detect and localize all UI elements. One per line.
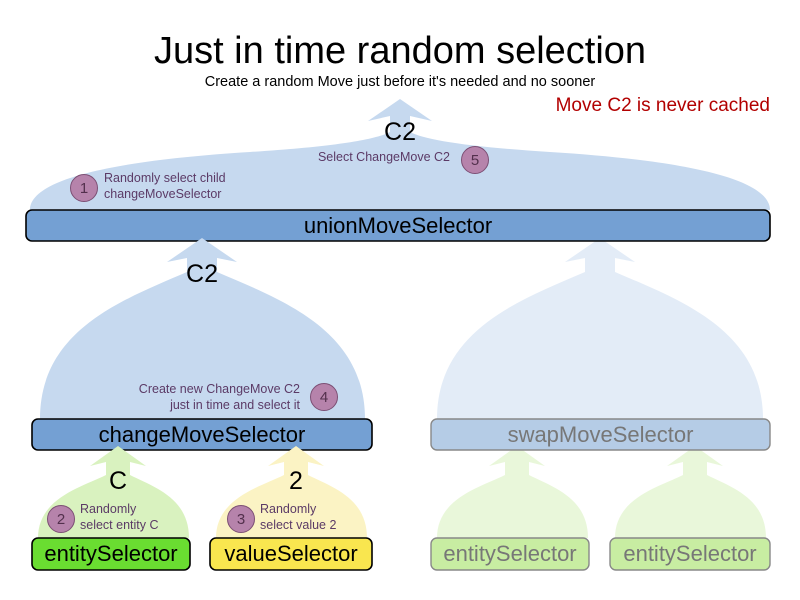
payload-value-out: 2 <box>289 467 303 495</box>
node-entity-selector-swap-right-box[interactable] <box>609 537 771 571</box>
node-change-move-selector-label: changeMoveSelector <box>98 421 306 447</box>
node-swap-move-selector-box[interactable] <box>430 418 771 451</box>
node-value-selector-change-box[interactable] <box>209 537 373 571</box>
node-entity-selector-swap-left-label: entitySelector <box>443 541 577 566</box>
node-swap-move-selector-label: swapMoveSelector <box>507 421 694 447</box>
arrow-change-to-union <box>40 238 365 419</box>
step-badge-4: 4 <box>310 383 338 411</box>
step-note-1-line-1: Randomly select child <box>104 171 226 185</box>
step-badge-5: 5 <box>461 146 489 174</box>
node-union-move-selector-label: unionMoveSelector <box>303 212 493 238</box>
arrow-union-out <box>30 99 770 210</box>
node-entity-selector-change-box[interactable] <box>31 537 191 571</box>
step-badge-3: 3 <box>227 505 255 533</box>
step-note-3-line-2: select value 2 <box>260 517 337 532</box>
warning-note: Move C2 is never cached <box>555 95 770 116</box>
node-entity-selector-swap-left-box[interactable] <box>430 537 590 571</box>
node-entity-selector-swap-right-label: entitySelector <box>623 541 757 566</box>
step-note-4-line-1: Create new ChangeMove C2 <box>138 382 300 396</box>
step-note-2-line-2: select entity C <box>80 517 159 532</box>
payload-entity-out: C <box>108 467 128 495</box>
step-note-2-line-1: Randomly <box>80 502 137 516</box>
step-note-1: Randomly select child changeMoveSelector <box>104 171 304 202</box>
arrow-swap-to-union <box>437 238 763 419</box>
step-note-3: Randomly select value 2 <box>260 502 380 533</box>
page-subtitle: Create a random Move just before it's ne… <box>204 74 596 90</box>
payload-union-out: C2 <box>384 118 416 146</box>
arrow-entity-to-change <box>38 446 189 538</box>
node-change-move-selector-box[interactable] <box>31 418 373 451</box>
arrow-entity-swap-right-to-swap <box>615 446 766 538</box>
step-note-5: Select ChangeMove C2 <box>250 150 450 166</box>
payload-change-out: C2 <box>186 260 218 288</box>
node-entity-selector-change-label: entitySelector <box>44 541 178 566</box>
step-note-3-line-1: Randomly <box>260 502 317 516</box>
step-note-4-line-2: just in time and select it <box>170 397 300 412</box>
step-note-2: Randomly select entity C <box>80 502 200 533</box>
page-title: Just in time random selection <box>153 30 647 72</box>
step-badge-2: 2 <box>47 505 75 533</box>
step-note-5-line-1: Select ChangeMove C2 <box>317 150 450 164</box>
step-note-1-line-2: changeMoveSelector <box>104 186 222 201</box>
arrow-entity-swap-left-to-swap <box>437 446 588 538</box>
step-note-4: Create new ChangeMove C2 just in time an… <box>100 382 300 413</box>
node-value-selector-change-label: valueSelector <box>224 541 358 566</box>
step-badge-1: 1 <box>70 174 98 202</box>
node-union-move-selector-box[interactable] <box>25 209 771 242</box>
